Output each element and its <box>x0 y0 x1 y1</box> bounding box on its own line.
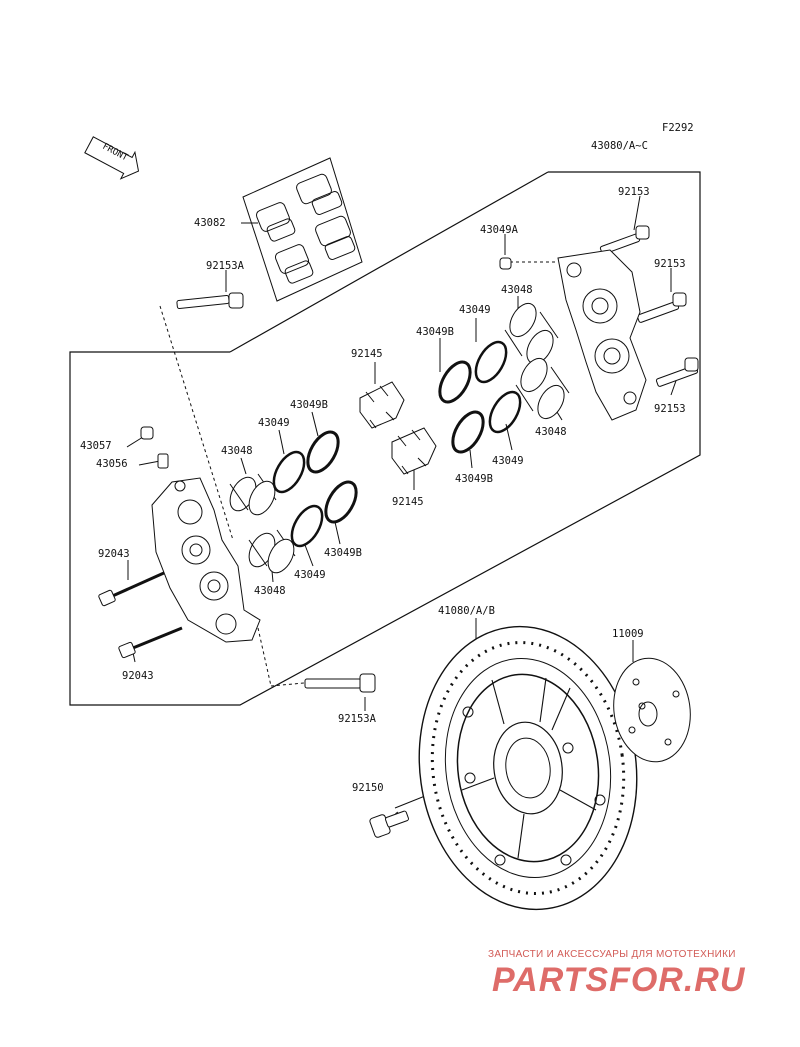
piston-icon <box>504 302 559 365</box>
label-92153A-bottom: 92153A <box>338 713 376 725</box>
label-43048: 43048 <box>221 445 253 457</box>
label-43049A: 43049A <box>480 224 518 236</box>
label-92153-right1: 92153 <box>654 258 686 270</box>
assembly-frame <box>69 171 701 706</box>
piston-icon <box>229 473 277 516</box>
label-43057: 43057 <box>80 440 112 452</box>
bleeder-cap-icon <box>140 426 154 440</box>
bleeder-valve-icon <box>157 453 169 469</box>
piston-icon <box>248 529 296 574</box>
label-11009: 11009 <box>612 628 644 640</box>
collar-ring-icon <box>613 657 691 763</box>
piston-icon <box>515 357 570 420</box>
mounting-bolt-icon <box>636 292 687 323</box>
mounting-bolt-icon <box>304 673 376 693</box>
label-92153A-top: 92153A <box>206 260 244 272</box>
brake-disc-icon <box>418 625 638 911</box>
left-caliper-icon <box>151 477 261 643</box>
right-caliper-icon <box>557 249 647 421</box>
watermark-tagline: ЗАПЧАСТИ И АКСЕССУАРЫ ДЛЯ МОТОТЕХНИКИ <box>488 949 736 960</box>
label-92145: 92145 <box>392 496 424 508</box>
figure-code: F2292 <box>662 122 694 134</box>
label-92043: 92043 <box>122 670 154 682</box>
label-43049: 43049 <box>459 304 491 316</box>
label-43048: 43048 <box>254 585 286 597</box>
label-43049B: 43049B <box>416 326 454 338</box>
caliper-bolt-icon <box>118 626 183 659</box>
seal-ring-icon <box>272 430 358 548</box>
label-92153-right2: 92153 <box>654 403 686 415</box>
label-43048: 43048 <box>501 284 533 296</box>
label-92145: 92145 <box>351 348 383 360</box>
label-92153: 92153 <box>618 186 650 198</box>
label-41080: 41080/A/B <box>438 605 495 617</box>
label-92043: 92043 <box>98 548 130 560</box>
mounting-bolt-icon <box>655 357 699 387</box>
disc-bolt-icon <box>369 810 409 838</box>
label-43082: 43082 <box>194 217 226 229</box>
label-43049: 43049 <box>492 455 524 467</box>
brake-pads-icon <box>242 157 363 302</box>
label-43080: 43080/A~C <box>591 140 648 152</box>
label-43056: 43056 <box>96 458 128 470</box>
label-43049: 43049 <box>294 569 326 581</box>
label-43049B: 43049B <box>324 547 362 559</box>
seal-ring-icon <box>438 340 522 454</box>
mounting-bolt-icon <box>176 292 244 309</box>
label-92150: 92150 <box>352 782 384 794</box>
mounting-bolt-icon <box>599 225 650 255</box>
label-43049B: 43049B <box>290 399 328 411</box>
bleeder-cap-icon <box>499 257 512 270</box>
front-arrow-icon <box>84 136 140 180</box>
pad-spring-icon <box>391 427 437 475</box>
caliper-bolt-icon <box>98 566 176 607</box>
watermark-logo: PARTSFOR.RU <box>492 961 746 999</box>
label-43048: 43048 <box>535 426 567 438</box>
label-43049B: 43049B <box>455 473 493 485</box>
label-43049: 43049 <box>258 417 290 429</box>
pad-spring-icon <box>359 381 405 429</box>
